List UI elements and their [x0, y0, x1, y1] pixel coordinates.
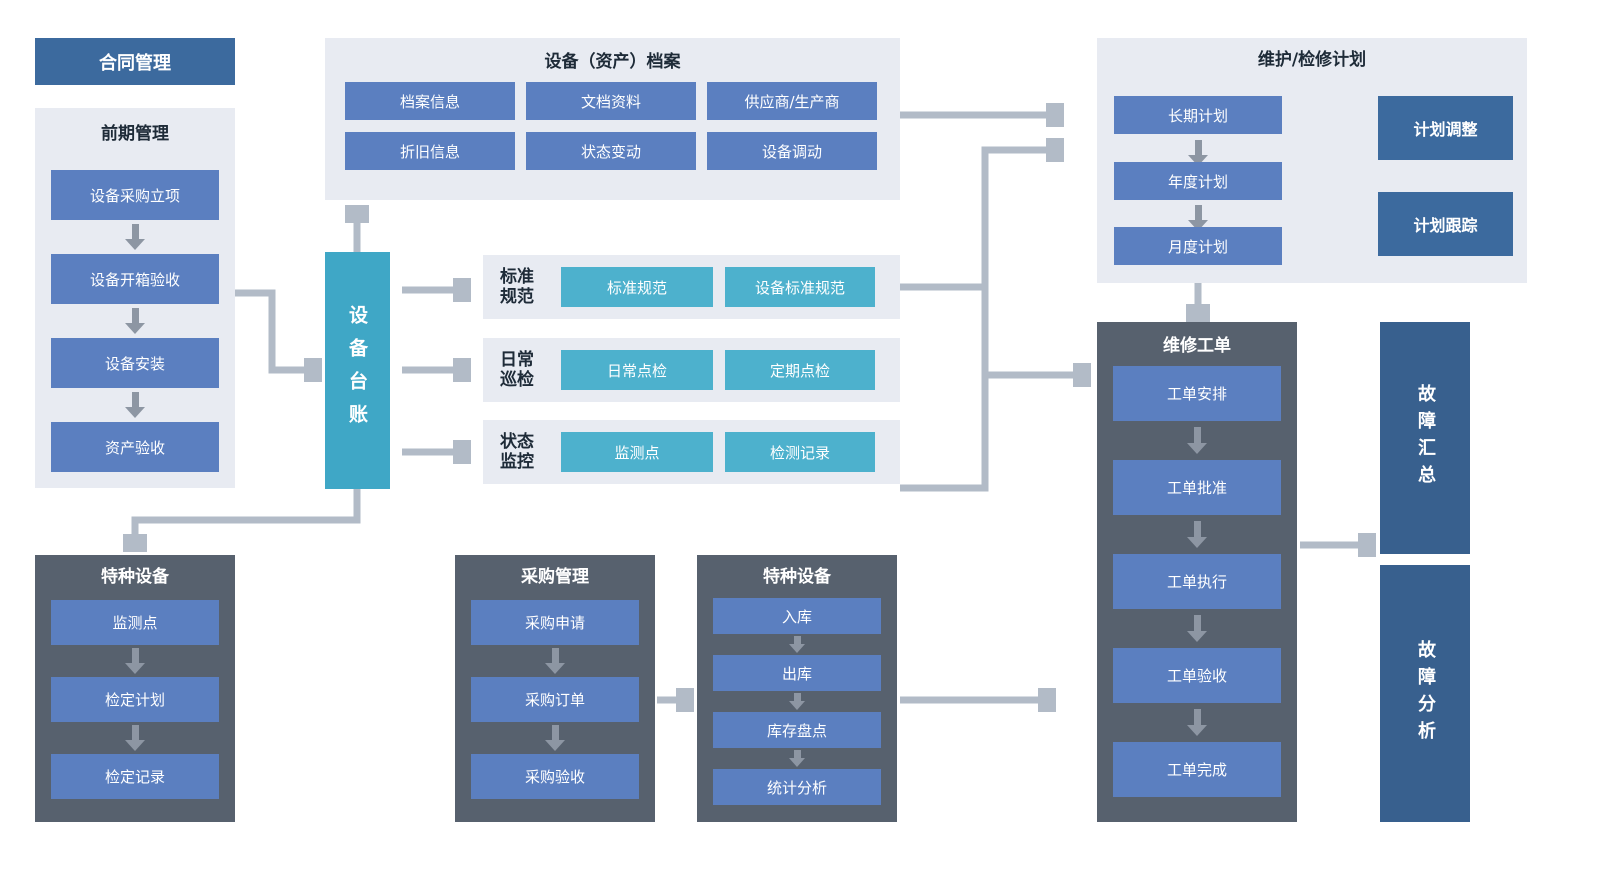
down-arrow-icon: [545, 725, 565, 751]
node-status-change: 状态变动: [526, 132, 696, 170]
down-arrow-icon: [125, 224, 145, 250]
down-arrow-icon: [545, 648, 565, 674]
node-document-materials: 文档资料: [526, 82, 696, 120]
contract-management-label: 合同管理: [99, 52, 171, 74]
standards-row-label: 标准规范: [500, 266, 534, 307]
node-inventory-check: 库存盘点: [713, 712, 881, 748]
fault-summary-box: 故障汇总: [1380, 322, 1470, 554]
node-equipment-installation: 设备安装: [51, 338, 219, 388]
node-inspection-record: 检测记录: [725, 432, 875, 472]
down-arrow-icon: [1188, 140, 1208, 166]
node-monitoring-point: 监测点: [561, 432, 713, 472]
node-purchase-acceptance: 采购验收: [471, 754, 639, 799]
down-arrow-icon: [125, 392, 145, 418]
asset-archive-grid: 档案信息 文档资料 供应商/生产商 折旧信息 状态变动 设备调动: [345, 82, 900, 170]
node-asset-acceptance: 资产验收: [51, 422, 219, 472]
maintenance-plan-panel: 维护/检修计划 长期计划 年度计划 月度计划 计划调整 计划跟踪: [1097, 38, 1527, 283]
fault-summary-label: 故障汇总: [1415, 384, 1436, 492]
work-order-panel: 维修工单 工单安排 工单批准 工单执行 工单验收 工单完成: [1097, 322, 1297, 822]
daily-inspection-row-label: 日常巡检: [500, 349, 534, 390]
fault-analysis-box: 故障分析: [1380, 565, 1470, 822]
daily-inspection-row: 日常巡检 日常点检 定期点检: [483, 338, 900, 402]
equipment-ledger-label: 设备台账: [346, 304, 368, 437]
down-arrow-icon: [125, 308, 145, 334]
node-depreciation-info: 折旧信息: [345, 132, 515, 170]
arrow-unboxing-to-ledger: [222, 289, 306, 370]
down-arrow-icon: [1187, 615, 1207, 642]
node-statistical-analysis: 统计分析: [713, 769, 881, 805]
node-archive-info: 档案信息: [345, 82, 515, 120]
node-work-order-arrangement: 工单安排: [1113, 366, 1281, 421]
maintenance-plan-title: 维护/检修计划: [1257, 50, 1367, 70]
node-supplier-manufacturer: 供应商/生产商: [707, 82, 877, 120]
node-purchase-request: 采购申请: [471, 600, 639, 645]
node-annual-plan: 年度计划: [1114, 162, 1282, 200]
node-equipment-transfer: 设备调动: [707, 132, 877, 170]
procurement-panel: 采购管理 采购申请 采购订单 采购验收: [455, 555, 655, 822]
node-equipment-standard-spec: 设备标准规范: [725, 267, 875, 307]
down-arrow-icon: [789, 693, 805, 710]
node-monitor-point: 监测点: [51, 600, 219, 645]
node-procurement-initiation: 设备采购立项: [51, 170, 219, 220]
down-arrow-icon: [789, 636, 805, 653]
fault-analysis-label: 故障分析: [1415, 639, 1436, 748]
node-periodic-check: 定期点检: [725, 350, 875, 390]
node-work-order-acceptance: 工单验收: [1113, 648, 1281, 703]
node-plan-tracking: 计划跟踪: [1378, 192, 1513, 256]
pre-management-title: 前期管理: [101, 124, 169, 144]
node-verification-record: 检定记录: [51, 754, 219, 799]
down-arrow-icon: [125, 648, 145, 674]
node-unboxing-acceptance: 设备开箱验收: [51, 254, 219, 304]
node-work-order-approval: 工单批准: [1113, 460, 1281, 515]
status-monitoring-row-label: 状态监控: [500, 431, 534, 472]
contract-management-box: 合同管理: [35, 38, 235, 85]
node-work-order-execution: 工单执行: [1113, 554, 1281, 609]
node-monthly-plan: 月度计划: [1114, 227, 1282, 265]
spare-flow-panel: 特种设备 入库 出库 库存盘点 统计分析: [697, 555, 897, 822]
node-long-term-plan: 长期计划: [1114, 96, 1282, 134]
pre-management-panel: 前期管理 设备采购立项 设备开箱验收 设备安装 资产验收: [35, 108, 235, 488]
arrow-rows-merge-to-plan: [900, 150, 1048, 492]
down-arrow-icon: [125, 725, 145, 751]
down-arrow-icon: [1187, 427, 1207, 454]
node-outbound: 出库: [713, 655, 881, 691]
node-inbound: 入库: [713, 598, 881, 634]
down-arrow-icon: [1187, 521, 1207, 548]
node-daily-check: 日常点检: [561, 350, 713, 390]
node-plan-adjustment: 计划调整: [1378, 96, 1513, 160]
special-equipment-title: 特种设备: [101, 567, 169, 587]
down-arrow-icon: [1187, 709, 1207, 736]
node-verification-plan: 检定计划: [51, 677, 219, 722]
special-equipment-panel: 特种设备 监测点 检定计划 检定记录: [35, 555, 235, 822]
spare-flow-title: 特种设备: [763, 567, 831, 587]
work-order-title: 维修工单: [1163, 336, 1231, 356]
node-standard-spec: 标准规范: [561, 267, 713, 307]
standards-row: 标准规范 标准规范 设备标准规范: [483, 255, 900, 319]
down-arrow-icon: [789, 750, 805, 767]
node-work-order-completion: 工单完成: [1113, 742, 1281, 797]
down-arrow-icon: [1188, 205, 1208, 231]
procurement-title: 采购管理: [521, 567, 589, 587]
equipment-ledger-box: 设备台账: [325, 252, 390, 489]
node-purchase-order: 采购订单: [471, 677, 639, 722]
status-monitoring-row: 状态监控 监测点 检测记录: [483, 420, 900, 484]
arrow-ledger-to-special-equipment: [135, 489, 361, 536]
asset-archive-title: 设备（资产）档案: [544, 52, 681, 72]
asset-archive-panel: 设备（资产）档案 档案信息 文档资料 供应商/生产商 折旧信息 状态变动 设备调…: [325, 38, 900, 200]
